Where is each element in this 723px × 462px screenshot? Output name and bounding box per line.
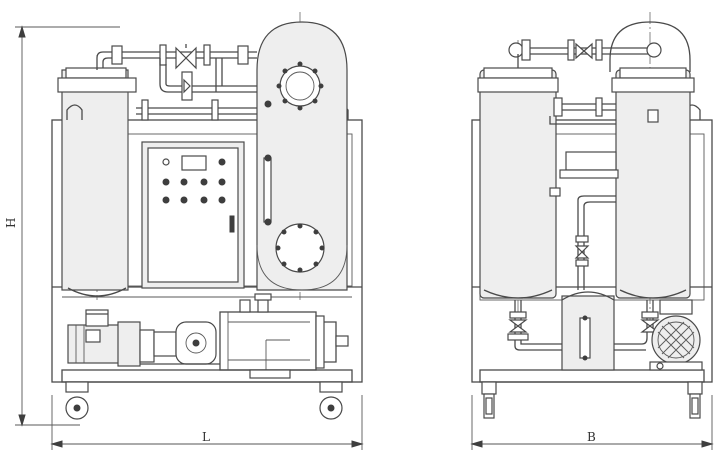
width-label: B	[587, 430, 596, 444]
filter-vessel	[256, 21, 348, 291]
motor-pump-assembly	[67, 293, 349, 379]
left-tank	[57, 67, 137, 297]
side-right-tank	[611, 67, 695, 299]
front-casters	[65, 381, 343, 420]
front-view	[51, 12, 363, 420]
side-piping	[508, 39, 662, 125]
control-panel	[141, 141, 245, 289]
side-view	[471, 12, 713, 419]
width-dimension: B	[470, 395, 714, 450]
length-label: L	[202, 430, 210, 444]
side-left-tank	[477, 67, 559, 299]
height-label: H	[4, 218, 18, 228]
side-bottom-assembly	[507, 291, 703, 371]
length-dimension: L	[50, 395, 364, 450]
side-center-column	[549, 151, 619, 290]
side-casters	[481, 381, 703, 419]
height-dimension: H	[4, 25, 120, 427]
front-piping	[96, 44, 257, 121]
